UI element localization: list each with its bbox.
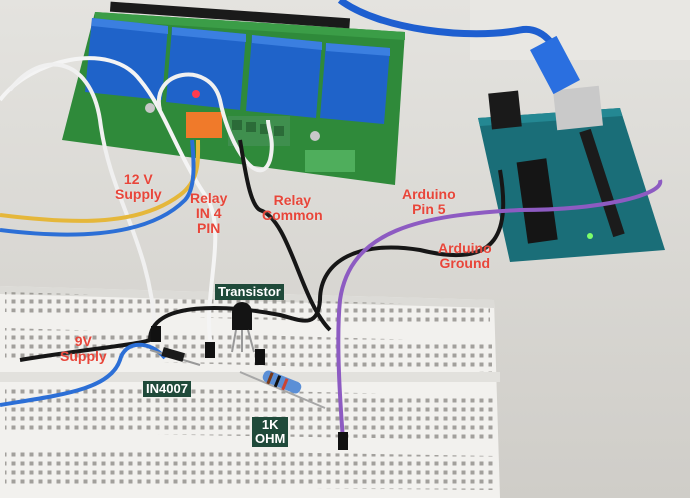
label-resistor-1k-ohm: 1K OHM xyxy=(252,417,289,447)
relay-top-connector xyxy=(109,1,351,29)
wire-purple xyxy=(336,179,663,441)
arduino-board xyxy=(478,85,665,262)
wire-blue-12v xyxy=(0,139,196,237)
label-diode-in4007: IN4007 xyxy=(143,381,191,397)
label-12v-supply: 12 V Supply xyxy=(115,171,162,202)
label-relay-common: Relay Common xyxy=(262,192,323,223)
diode xyxy=(149,347,201,366)
jumper-pin-2 xyxy=(205,342,215,358)
label-arduino-ground: Arduino Ground xyxy=(438,240,492,271)
wire-white-2 xyxy=(8,62,157,331)
wire-black-ground xyxy=(19,169,506,362)
relay-module-1 xyxy=(85,18,168,100)
arduino-usb-port xyxy=(553,85,603,131)
arduino-header xyxy=(579,128,625,238)
arduino-mcu-chip xyxy=(516,158,558,244)
arduino-power-jack xyxy=(488,90,522,130)
relay-module-2 xyxy=(166,27,246,110)
usb-plug xyxy=(530,35,580,95)
label-9v-supply: 9V Supply xyxy=(60,333,107,364)
wire-black-common xyxy=(238,139,332,332)
jumper-pin-1 xyxy=(151,326,161,342)
jumper-pin-3 xyxy=(255,349,265,365)
resistor xyxy=(239,370,326,409)
label-relay-in4-pin: Relay IN 4 PIN xyxy=(190,190,228,236)
wire-white-1 xyxy=(0,56,218,351)
relay-board xyxy=(62,1,405,185)
label-arduino-pin5: Arduino Pin 5 xyxy=(402,186,456,217)
wire-yellow xyxy=(0,139,201,223)
wire-blue-9v xyxy=(0,342,167,407)
transistor xyxy=(231,302,255,353)
jumper-pin-4 xyxy=(338,432,348,450)
relay-chip xyxy=(305,150,355,172)
label-transistor: Transistor xyxy=(215,284,284,300)
wire-white-3 xyxy=(156,72,274,173)
relay-module-4 xyxy=(320,43,390,124)
relay-led xyxy=(192,90,200,98)
relay-terminal-orange xyxy=(186,112,222,138)
relay-module-3 xyxy=(246,35,322,118)
